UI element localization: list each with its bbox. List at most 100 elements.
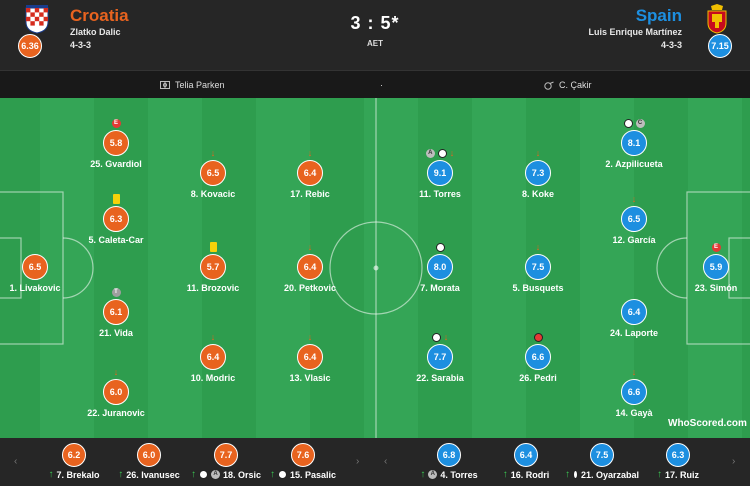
player-rating: 6.6 xyxy=(525,344,551,370)
player-vida[interactable]: T 6.1 21. Vida xyxy=(76,287,156,338)
player-rating: 6.3 xyxy=(103,206,129,232)
assist-icon: A xyxy=(425,148,435,158)
player-kovacic[interactable]: ↓ 6.5 8. Kovacic xyxy=(173,148,253,199)
sub-brekalo[interactable]: 6.2 ↑7. Brekalo xyxy=(37,443,111,480)
yellow-card-icon xyxy=(112,194,120,204)
player-rating: 6.1 xyxy=(103,299,129,325)
sub-in-icon: ↑ xyxy=(565,469,570,480)
away-team-name[interactable]: Spain xyxy=(635,6,682,25)
home-manager: Zlatko Dalic xyxy=(70,27,121,37)
player-brozovic[interactable]: 5.7 11. Brozovic xyxy=(173,242,253,293)
player-name: 15. Pasalic xyxy=(289,469,337,480)
player-name: 23. Simón xyxy=(694,283,738,293)
player-name: 17. Ruiz xyxy=(664,469,699,480)
player-azpilicueta[interactable]: C 8.1 2. Azpilicueta xyxy=(594,118,674,169)
info-separator: · xyxy=(380,80,383,90)
sub-out-icon: ↓ xyxy=(307,332,313,342)
sub-in-icon: ↑ xyxy=(420,469,426,480)
player-gaya[interactable]: ↓ 6.6 14. Gayà xyxy=(594,367,674,418)
player-busquets[interactable]: ↓ 7.5 5. Busquets xyxy=(498,242,578,293)
player-rating: 6.0 xyxy=(103,379,129,405)
player-name: 5. Busquets xyxy=(512,283,564,293)
player-garcia[interactable]: ↓ 6.5 12. García xyxy=(594,194,674,245)
player-gvardiol[interactable]: E 5.8 25. Gvardiol xyxy=(76,118,156,169)
player-rating: 6.5 xyxy=(621,206,647,232)
player-name: 20. Petkovic xyxy=(283,283,337,293)
bench-prev-icon[interactable]: ‹ xyxy=(384,456,388,467)
player-rating: 8.0 xyxy=(427,254,453,280)
player-rebic[interactable]: ↓ 6.4 17. Rebic xyxy=(270,148,350,199)
home-formation: 4-3-3 xyxy=(70,40,92,50)
player-livakovic[interactable]: 6.5 1. Livakovic xyxy=(0,254,75,293)
player-rating: 6.0 xyxy=(137,443,161,467)
player-laporte[interactable]: 6.4 24. Laporte xyxy=(594,299,674,338)
player-vlasic[interactable]: ↓ 6.4 13. Vlasic xyxy=(270,332,350,383)
player-rating: 6.3 xyxy=(666,443,690,467)
player-simon[interactable]: E 5.9 23. Simón xyxy=(676,242,750,293)
sub-ivanusec[interactable]: 6.0 ↑26. Ivanusec xyxy=(112,443,186,480)
player-sarabia[interactable]: ↓ 7.7 22. Sarabia xyxy=(400,332,480,383)
player-morata[interactable]: 8.0 7. Morata xyxy=(400,242,480,293)
player-modric[interactable]: ↓ 6.4 10. Modric xyxy=(173,332,253,383)
sub-out-icon: ↓ xyxy=(443,332,449,342)
sub-oyarzabal[interactable]: 7.5 ↑21. Oyarzabal xyxy=(565,443,639,480)
yellow-card-icon xyxy=(209,242,217,252)
player-rating: 5.9 xyxy=(703,254,729,280)
sub-rodri[interactable]: 6.4 ↑16. Rodri xyxy=(489,443,563,480)
goal-icon xyxy=(198,470,208,479)
player-rating: 8.1 xyxy=(621,130,647,156)
sub-in-icon: ↑ xyxy=(269,469,275,480)
stadium-icon xyxy=(160,81,170,89)
player-rating: 7.6 xyxy=(291,443,315,467)
player-rating: 7.5 xyxy=(525,254,551,280)
match-header: Croatia Zlatko Dalic 4-3-3 6.36 3 : 5* A… xyxy=(0,0,750,70)
sub-out-icon: ↓ xyxy=(307,148,313,158)
referee-name: C. Çakir xyxy=(559,80,592,90)
bench-next-icon[interactable]: › xyxy=(732,456,736,467)
sub-pasalic[interactable]: 7.6 ↑ 15. Pasalic xyxy=(266,443,340,480)
player-name: 7. Brekalo xyxy=(56,469,100,480)
player-name: 8. Kovacic xyxy=(190,189,236,199)
player-name: 26. Ivanusec xyxy=(126,469,180,480)
home-team-name[interactable]: Croatia xyxy=(70,6,129,25)
player-caleta-car[interactable]: 6.3 5. Caleta-Car xyxy=(76,194,156,245)
player-rating: 7.3 xyxy=(525,160,551,186)
match-info-bar: Telia Parken · C. Çakir xyxy=(0,70,750,98)
player-torres[interactable]: A ↓ 9.1 11. Torres xyxy=(400,148,480,199)
player-name: 25. Gvardiol xyxy=(90,159,142,169)
player-juranovic[interactable]: ↓ 6.0 22. Juranovic xyxy=(76,367,156,418)
player-koke[interactable]: ↓ 7.3 8. Koke xyxy=(498,148,578,199)
venue: Telia Parken xyxy=(160,80,225,90)
pitch: 6.5 1. Livakovic E 5.8 25. Gvardiol 6.3 … xyxy=(0,98,750,438)
error-icon: E xyxy=(111,118,121,128)
player-rating: 6.2 xyxy=(62,443,86,467)
away-manager: Luis Enrique Martínez xyxy=(588,27,682,37)
bench-next-icon[interactable]: › xyxy=(356,456,360,467)
player-name: 12. García xyxy=(612,235,656,245)
sub-out-icon: ↓ xyxy=(535,148,541,158)
player-name: 22. Juranovic xyxy=(87,408,145,418)
player-name: 1. Livakovic xyxy=(9,283,61,293)
goal-icon xyxy=(573,470,578,479)
player-rating: 7.7 xyxy=(214,443,238,467)
assist-icon: A xyxy=(428,470,438,479)
player-rating: 6.4 xyxy=(297,160,323,186)
sub-in-icon: ↑ xyxy=(118,469,124,480)
sub-in-icon: ↑ xyxy=(48,469,54,480)
player-rating: 6.4 xyxy=(514,443,538,467)
goal-icon xyxy=(623,118,633,128)
goal-icon xyxy=(435,242,445,252)
player-rating: 6.6 xyxy=(621,379,647,405)
player-name: 11. Torres xyxy=(419,189,461,199)
croatia-crest-icon xyxy=(25,5,49,34)
own-goal-icon xyxy=(533,332,543,342)
player-name: 7. Morata xyxy=(420,283,460,293)
player-petkovic[interactable]: ↓ 6.4 20. Petkovic xyxy=(270,242,350,293)
bench-prev-icon[interactable]: ‹ xyxy=(14,456,18,467)
sub-ruiz[interactable]: 6.3 ↑17. Ruiz xyxy=(641,443,715,480)
player-pedri[interactable]: 6.6 26. Pedri xyxy=(498,332,578,383)
player-rating: 5.7 xyxy=(200,254,226,280)
player-rating: 6.8 xyxy=(437,443,461,467)
